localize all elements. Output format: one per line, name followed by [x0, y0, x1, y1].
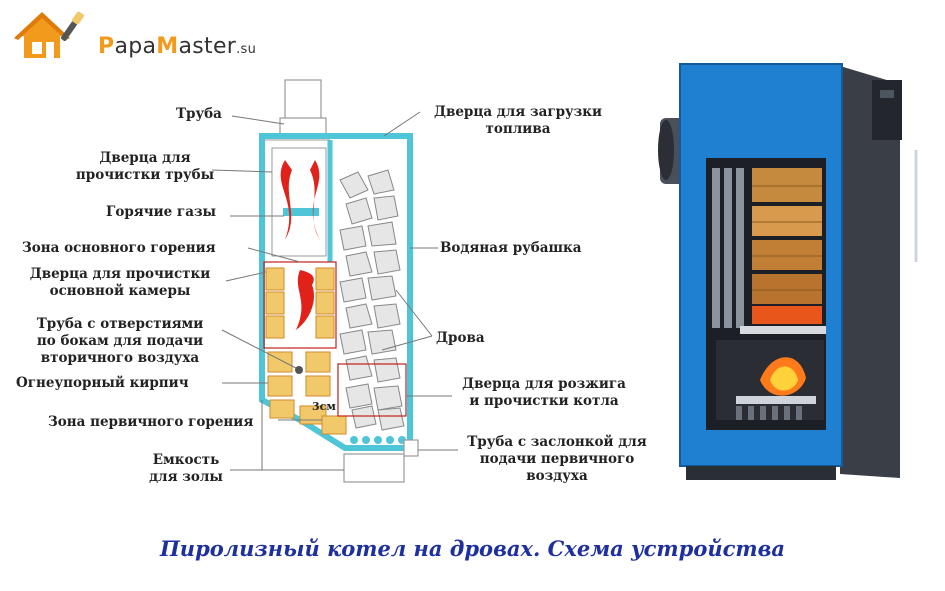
- lower-tray: [736, 396, 816, 404]
- brick-left-1: [265, 267, 285, 291]
- control-display: [880, 90, 894, 98]
- label-line: для золы: [149, 469, 223, 485]
- figure-caption: Пиролизный котел на дровах. Схема устрой…: [159, 536, 786, 561]
- logo-text: PapaMaster.su: [98, 34, 256, 59]
- brick-left-2: [265, 291, 285, 315]
- brick-right-3: [315, 315, 335, 339]
- control-panel: [872, 80, 902, 140]
- tube-bank: [712, 168, 744, 328]
- label-primary-combustion-zone: Зона первичного горения: [48, 414, 254, 430]
- logo-part2: aster: [178, 34, 237, 59]
- boiler-base: [686, 466, 836, 480]
- logo-suffix: .su: [236, 42, 257, 57]
- label-water-jacket: Водяная рубашка: [440, 240, 582, 256]
- ignition-door: [337, 363, 407, 417]
- flame-upper-right: [310, 160, 320, 240]
- brick-right-2: [315, 291, 335, 315]
- brick-left-3: [265, 315, 285, 339]
- label-line: Дверца для загрузки: [433, 104, 603, 120]
- label-gap: 3см: [312, 400, 336, 413]
- label-line: Емкость: [152, 452, 220, 468]
- primary-air-holes: [350, 436, 406, 444]
- brick-right-1: [315, 267, 335, 291]
- brick-low-4: [305, 375, 331, 397]
- label-line: подачи первичного: [479, 451, 635, 467]
- brick-low-5: [269, 399, 295, 419]
- leader-lines: [211, 111, 458, 471]
- firewood: [339, 169, 405, 431]
- brick-low-3: [267, 375, 293, 397]
- label-line: топлива: [485, 121, 551, 137]
- brush-icon: [61, 11, 84, 41]
- logo: [14, 8, 294, 64]
- label-line: вторичного воздуха: [40, 350, 200, 366]
- label-line: Дверца для: [99, 150, 191, 166]
- label-fuel-loading-door: Дверца для загрузки топлива: [418, 104, 618, 138]
- upper-gas-box: [271, 147, 327, 257]
- brick-low-7: [321, 415, 347, 435]
- cleanout-plate: [283, 208, 319, 216]
- label-line: прочистки трубы: [75, 167, 215, 183]
- ash-container: [343, 453, 405, 483]
- label-ignition-door: Дверца для розжига и прочистки котла: [446, 376, 642, 410]
- primary-air-damper: [403, 439, 419, 457]
- secondary-air-pipe: [295, 366, 303, 374]
- label-hot-gases: Горячие газы: [106, 204, 217, 220]
- label-line: Труба с отверстиями: [36, 316, 204, 332]
- label-main-chamber-door: Дверца для прочистки основной камеры: [14, 266, 226, 300]
- air-slots: [736, 406, 802, 420]
- chimney-pipe: [284, 79, 322, 121]
- label-ash-container: Емкость для золы: [136, 452, 236, 486]
- label-line: Дверца для прочистки: [29, 266, 211, 282]
- label-secondary-air-pipe: Труба с отверстиями по бокам для подачи …: [16, 316, 224, 367]
- label-line: Труба с заслонкой для: [467, 434, 647, 450]
- logo-letter-m: M: [156, 34, 179, 59]
- label-line: воздуха: [526, 468, 588, 484]
- logs-stack: [752, 168, 822, 304]
- label-primary-air-pipe: Труба с заслонкой для подачи первичного …: [452, 434, 662, 485]
- flue-opening: [658, 120, 674, 180]
- grate: [740, 326, 826, 334]
- lower-flame-2: [770, 366, 798, 391]
- brick-low-2: [305, 351, 331, 373]
- label-line: основной камеры: [49, 283, 191, 299]
- label-line: по бокам для подачи: [36, 333, 204, 349]
- boiler-side: [840, 66, 900, 478]
- logo-letter-p: P: [98, 34, 115, 59]
- label-main-combustion-zone: Зона основного горения: [22, 240, 216, 256]
- label-line: Дверца для розжига: [462, 376, 626, 392]
- label-chimney-cleanout-door: Дверца для прочистки трубы: [75, 150, 215, 184]
- label-firebrick: Огнеупорный кирпич: [16, 375, 189, 391]
- label-chimney: Труба: [176, 106, 222, 122]
- house-logo-icon: [14, 11, 84, 58]
- flame-upper-left: [280, 160, 292, 240]
- flame-main: [296, 270, 315, 330]
- label-firewood: Дрова: [436, 330, 485, 346]
- ember-bed: [752, 306, 822, 324]
- label-line: и прочистки котла: [469, 393, 619, 409]
- logo-part: apa: [114, 34, 157, 59]
